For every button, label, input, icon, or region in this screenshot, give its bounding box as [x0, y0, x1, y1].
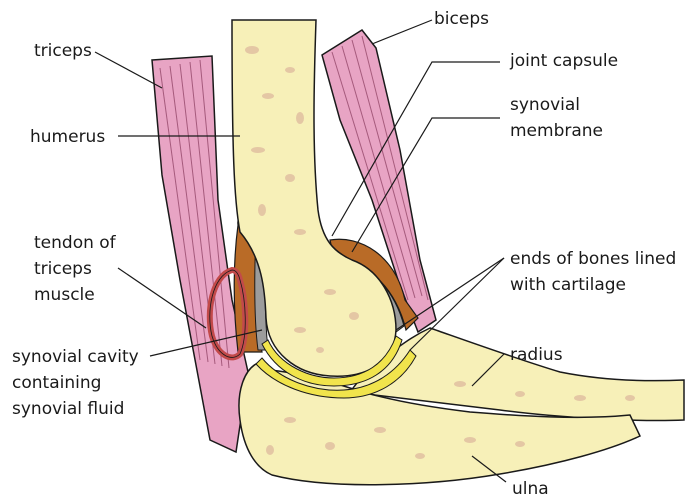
label-ulna: ulna [512, 479, 549, 499]
label-cartilage-2: with cartilage [510, 275, 626, 295]
label-radius: radius [510, 345, 563, 365]
label-joint-capsule: joint capsule [509, 51, 618, 71]
label-tendon-1: tendon of [34, 233, 117, 253]
label-biceps: biceps [434, 9, 489, 29]
label-cavity-2: containing [12, 373, 101, 393]
label-cavity-1: synovial cavity [12, 347, 139, 367]
label-triceps: triceps [34, 41, 92, 61]
label-cartilage-1: ends of bones lined [510, 249, 676, 269]
label-humerus: humerus [30, 127, 105, 147]
label-synovial-membrane-2: membrane [510, 121, 603, 141]
label-tendon-2: triceps [34, 259, 92, 279]
label-tendon-3: muscle [34, 285, 95, 305]
label-synovial-membrane-1: synovial [510, 95, 580, 115]
label-cavity-3: synovial fluid [12, 399, 124, 419]
